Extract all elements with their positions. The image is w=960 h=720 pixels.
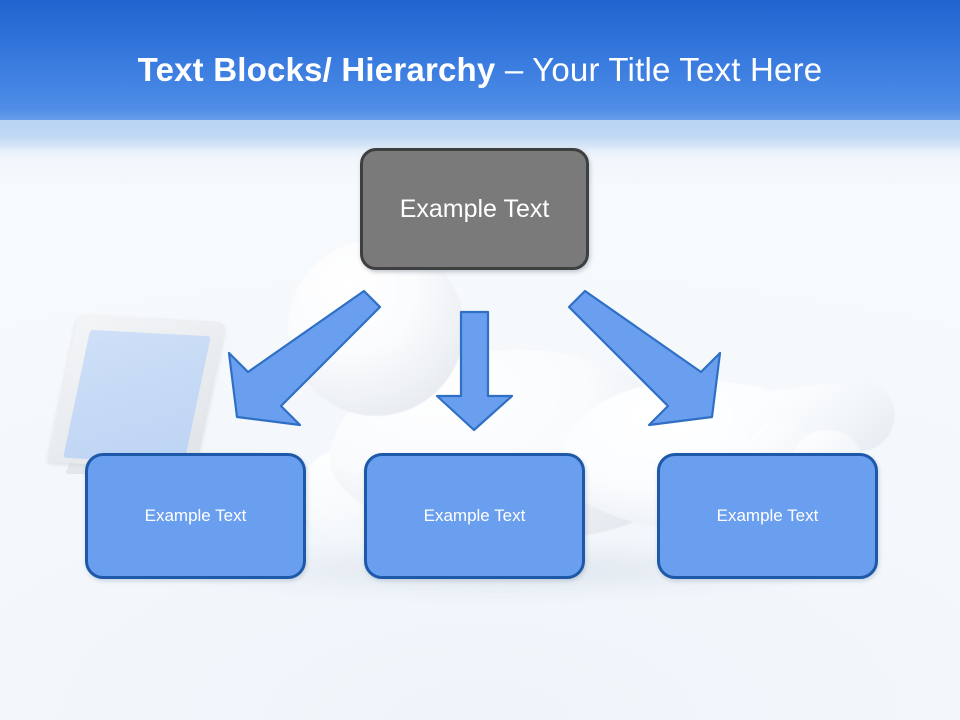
node-child-2-label: Example Text (423, 506, 526, 525)
node-root[interactable]: Example Text (360, 148, 589, 270)
laptop-screen-icon (63, 329, 211, 465)
node-child-1[interactable]: Example Text (85, 453, 306, 579)
page-title-dash: – (504, 51, 533, 88)
page-title-bold: Text Blocks/ Hierarchy (137, 51, 505, 88)
node-child-3[interactable]: Example Text (657, 453, 878, 579)
node-child-3-label: Example Text (716, 506, 819, 525)
arrow-to-child-1 (227, 289, 382, 427)
node-child-1-label: Example Text (144, 506, 247, 525)
arrow-to-child-2 (435, 310, 514, 432)
node-child-2[interactable]: Example Text (364, 453, 585, 579)
node-root-label: Example Text (399, 194, 550, 223)
page-title: Text Blocks/ Hierarchy – Your Title Text… (0, 48, 960, 92)
arrow-to-child-3 (567, 289, 722, 427)
page-title-light: Your Title Text Here (532, 51, 823, 88)
laptop-lid (47, 314, 227, 470)
